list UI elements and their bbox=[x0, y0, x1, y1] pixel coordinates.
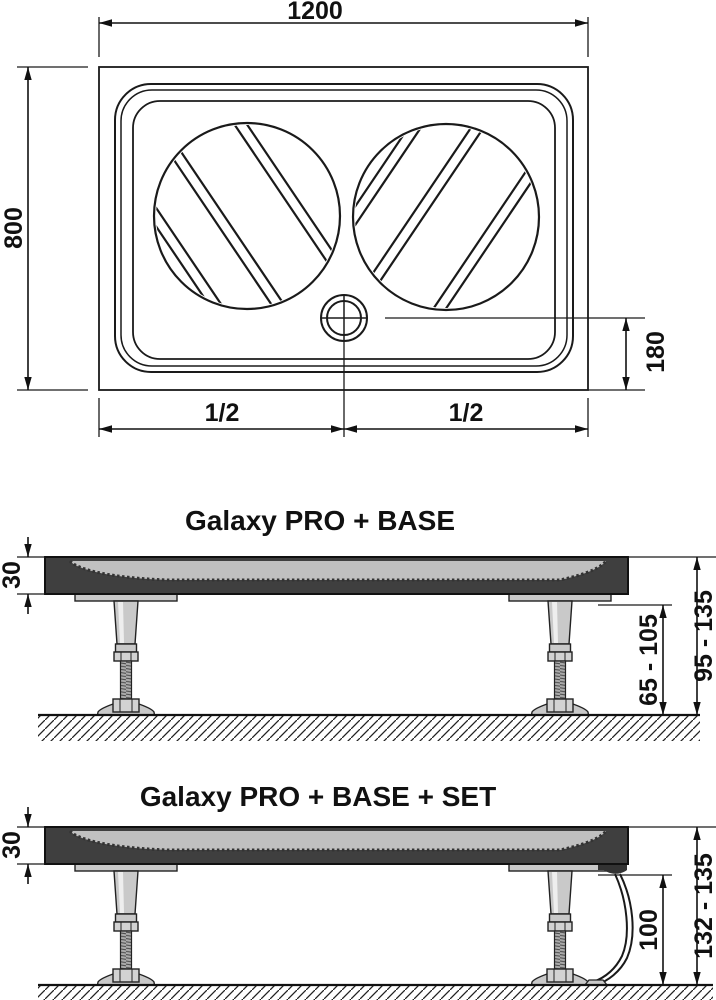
dim-total-height: 132 - 135 bbox=[628, 826, 716, 985]
view-title: Galaxy PRO + BASE bbox=[185, 505, 455, 536]
dimension-label: 100 bbox=[635, 909, 663, 951]
dimension-label: 1/2 bbox=[449, 399, 484, 427]
front-panel bbox=[583, 864, 634, 986]
dim-adjust-height: 100 bbox=[598, 874, 672, 985]
panel-inner-curve bbox=[592, 873, 628, 983]
dim-tray-height-30: 30 bbox=[0, 807, 45, 884]
dim-total-height: 95 - 135 bbox=[628, 556, 716, 715]
leg-right bbox=[508, 593, 612, 716]
dimension-label: 65 - 105 bbox=[635, 614, 663, 706]
side-view-base: Galaxy PRO + BASE 30 65 - 105 bbox=[0, 505, 716, 741]
tray-cross-section bbox=[44, 556, 629, 595]
dimension-label: 95 - 135 bbox=[690, 590, 716, 682]
tray-basin-texture bbox=[68, 829, 608, 852]
side-view-set: Galaxy PRO + BASE + SET 30 bbox=[0, 781, 716, 1000]
dim-height-800: 800 bbox=[0, 66, 88, 391]
dimension-label: 30 bbox=[0, 561, 26, 589]
dimension-label: 1200 bbox=[287, 0, 343, 25]
plan-view: 1200 800 bbox=[0, 0, 670, 437]
tray-cross-section bbox=[44, 826, 629, 865]
dim-adjust-height: 65 - 105 bbox=[598, 604, 672, 715]
tray-basin-surface bbox=[70, 561, 606, 580]
dimension-label: 30 bbox=[0, 831, 26, 859]
dimension-label: 800 bbox=[0, 207, 28, 249]
dimension-label: 132 - 135 bbox=[690, 853, 716, 959]
leg-left bbox=[74, 863, 178, 986]
dimension-label: 180 bbox=[642, 331, 670, 373]
dim-halves: 1/2 1/2 bbox=[98, 341, 589, 437]
dim-width-1200: 1200 bbox=[98, 0, 589, 57]
leg-right bbox=[508, 863, 612, 986]
tray-basin-surface bbox=[70, 831, 606, 850]
drain bbox=[320, 294, 368, 342]
ground bbox=[38, 983, 713, 1000]
dim-tray-height-30: 30 bbox=[0, 537, 45, 614]
tray-basin-texture bbox=[68, 559, 608, 582]
view-title: Galaxy PRO + BASE + SET bbox=[140, 781, 496, 812]
ground bbox=[38, 713, 700, 741]
panel-outer-curve bbox=[595, 873, 634, 986]
panel-clip bbox=[598, 864, 627, 874]
leg-left bbox=[74, 593, 178, 716]
dim-drain-offset-180: 180 bbox=[385, 317, 670, 391]
dimension-label: 1/2 bbox=[205, 399, 240, 427]
